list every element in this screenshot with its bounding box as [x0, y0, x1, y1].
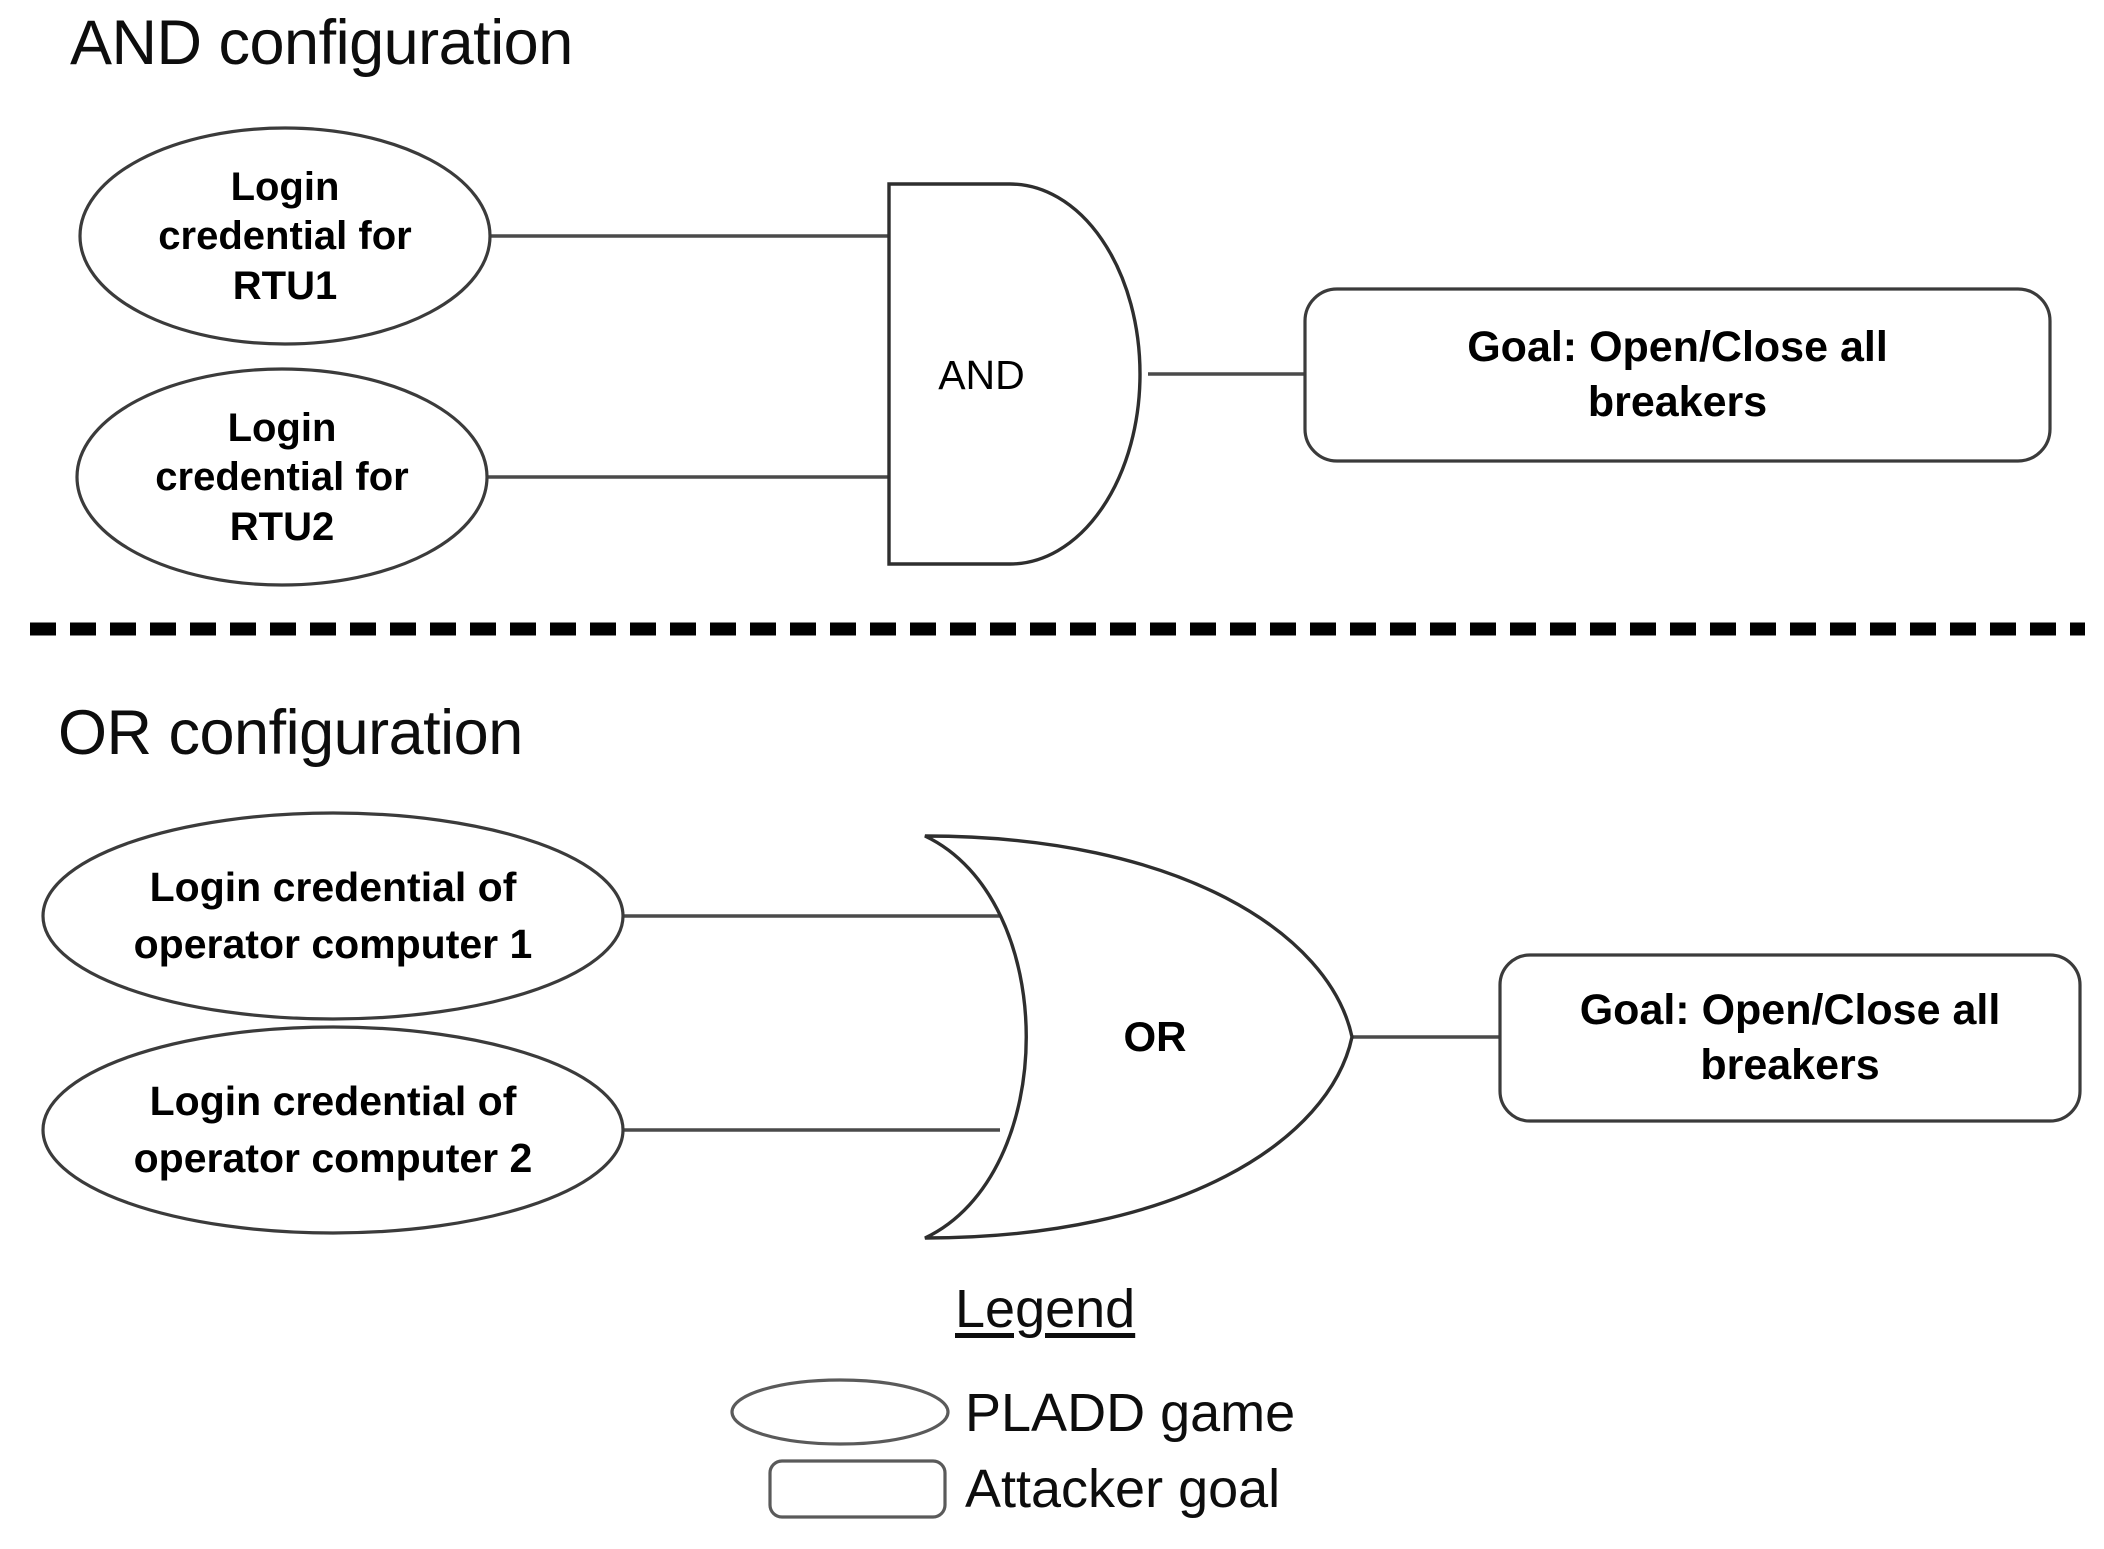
legend-swatch-ellipse-icon	[730, 1378, 950, 1446]
node-shape-opcomp2[interactable]	[41, 1025, 625, 1235]
and-gate-label: AND	[938, 351, 1025, 398]
and-gate-shape	[887, 182, 1142, 566]
node-shape-rtu2[interactable]	[75, 367, 489, 587]
node-shape-goal-and[interactable]	[1303, 287, 2052, 463]
or-gate-shape	[924, 834, 1354, 1240]
node-shape-opcomp1[interactable]	[41, 811, 625, 1021]
or-gate-label: OR	[1123, 1013, 1187, 1060]
and-gate: AND	[889, 350, 1074, 400]
legend-swatch-rect-icon	[768, 1459, 947, 1519]
or-gate: OR	[1090, 1012, 1220, 1062]
node-shape-goal-or[interactable]	[1498, 953, 2082, 1123]
node-shape-rtu1[interactable]	[78, 126, 492, 346]
